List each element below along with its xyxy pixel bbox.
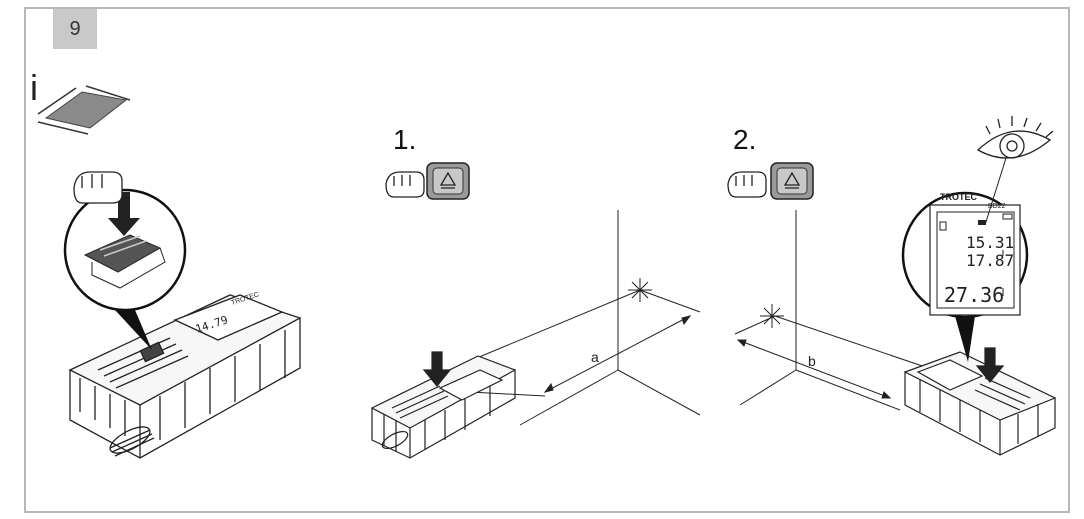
- device-model: BD22: [988, 203, 1006, 210]
- display-value-2: 17.87: [966, 251, 1014, 270]
- step-1-device: [370, 351, 517, 459]
- display-value-1: 15.31: [966, 233, 1014, 252]
- step-1-label: 1.: [393, 124, 417, 155]
- hand-press-icon: [73, 171, 123, 204]
- page-number-badge: 9: [53, 9, 97, 49]
- step-2-laser-point-icon: [760, 304, 784, 328]
- step-1-measure-button-icon: [426, 162, 470, 200]
- figure-frame: [24, 7, 1070, 513]
- step-1-hand-icon: [385, 171, 425, 198]
- step-2-device: [903, 347, 1057, 456]
- zoom-circle: [63, 188, 187, 350]
- manual-booklet-icon: [37, 85, 131, 135]
- display-zoom-circle: [901, 191, 1029, 362]
- large-device: [68, 294, 302, 459]
- dimension-b-label: b: [808, 353, 816, 369]
- display-value-total: 27.36: [944, 283, 1004, 307]
- dimension-a-label: a: [591, 349, 599, 365]
- step-2-measure-button-icon: [770, 162, 814, 200]
- device-brand: TROTEC: [940, 192, 977, 202]
- step-1-room-lines: [459, 210, 701, 426]
- eye-icon: [976, 116, 1054, 226]
- step-2-label: 2.: [733, 124, 757, 155]
- step-1-laser-point-icon: [628, 278, 652, 302]
- step-2-hand-icon: [727, 171, 767, 198]
- info-symbol: i: [30, 67, 38, 108]
